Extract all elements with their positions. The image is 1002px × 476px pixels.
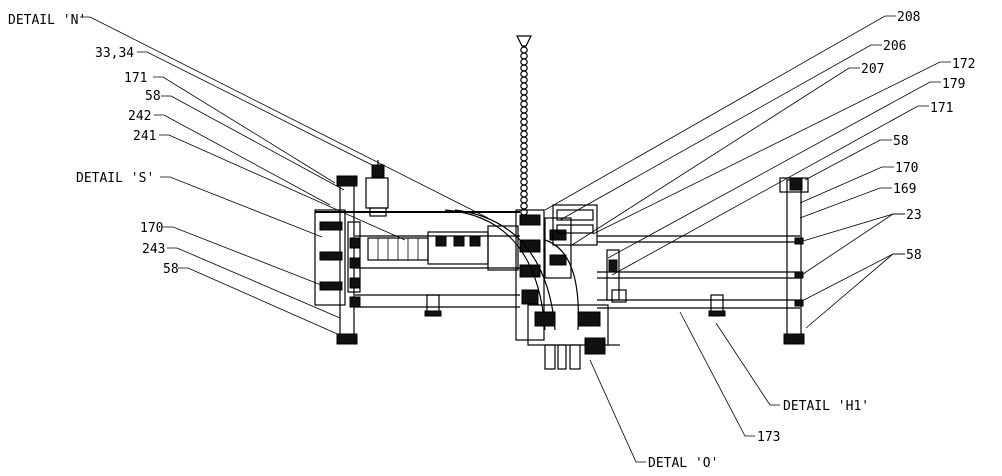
label-33-34: 33,34 (95, 46, 134, 61)
label-172: 172 (952, 57, 975, 72)
hose-segment (520, 58, 528, 66)
label-171-right: 171 (930, 101, 953, 116)
hose-segment (520, 94, 528, 102)
frame-structure (314, 175, 809, 345)
hose-segment (520, 82, 528, 90)
hose-segment (520, 202, 528, 210)
hose-segment (520, 76, 528, 84)
label-243: 243 (142, 242, 165, 257)
component-strip (367, 225, 726, 317)
hose-segment (520, 160, 528, 168)
label-173: 173 (757, 430, 780, 445)
hose-segment (520, 178, 528, 186)
label-169: 169 (893, 182, 916, 197)
hose-segment (520, 118, 528, 126)
hose-segment (520, 136, 528, 144)
hose-segment (520, 184, 528, 192)
hose-segment (520, 64, 528, 72)
label-detail-n: DETAIL 'N' (8, 13, 86, 28)
hose-segment (520, 70, 528, 78)
hose-segment (520, 130, 528, 138)
hose-segment (520, 46, 528, 54)
hose-segment (520, 172, 528, 180)
hose-segment (520, 154, 528, 162)
detail-n-assembly (365, 160, 389, 217)
label-detail-s: DETAIL 'S' (76, 171, 154, 186)
flex-hose (520, 46, 528, 216)
label-detail-h1: DETAIL 'H1' (783, 399, 869, 414)
hose-segment (520, 166, 528, 174)
label-207: 207 (861, 62, 884, 77)
hose-segment (520, 124, 528, 132)
hose-segment (520, 196, 528, 204)
hose-segment (520, 190, 528, 198)
label-241: 241 (133, 129, 156, 144)
hose-segment (520, 112, 528, 120)
label-170-left: 170 (140, 221, 163, 236)
label-58-left-top: 58 (145, 89, 161, 104)
right-side-parts (606, 177, 804, 307)
hose-segment (520, 88, 528, 96)
leader-lines-left (80, 16, 489, 337)
label-171-left: 171 (124, 71, 147, 86)
label-242: 242 (128, 109, 151, 124)
central-column (444, 35, 620, 370)
hose-segment (520, 106, 528, 114)
label-179: 179 (942, 77, 965, 92)
label-170-right: 170 (895, 161, 918, 176)
label-208: 208 (897, 10, 920, 25)
label-23: 23 (906, 208, 922, 223)
hose-segment (520, 100, 528, 108)
label-58-left-bottom: 58 (163, 262, 179, 277)
label-206: 206 (883, 39, 906, 54)
hose-segment (520, 148, 528, 156)
label-58-right-bottom: 58 (906, 248, 922, 263)
hose-segment (520, 52, 528, 60)
hose-segment (520, 142, 528, 150)
label-58-right-top: 58 (893, 134, 909, 149)
label-detail-o: DETAL 'O' (648, 456, 718, 471)
leader-lines-right (544, 15, 951, 463)
